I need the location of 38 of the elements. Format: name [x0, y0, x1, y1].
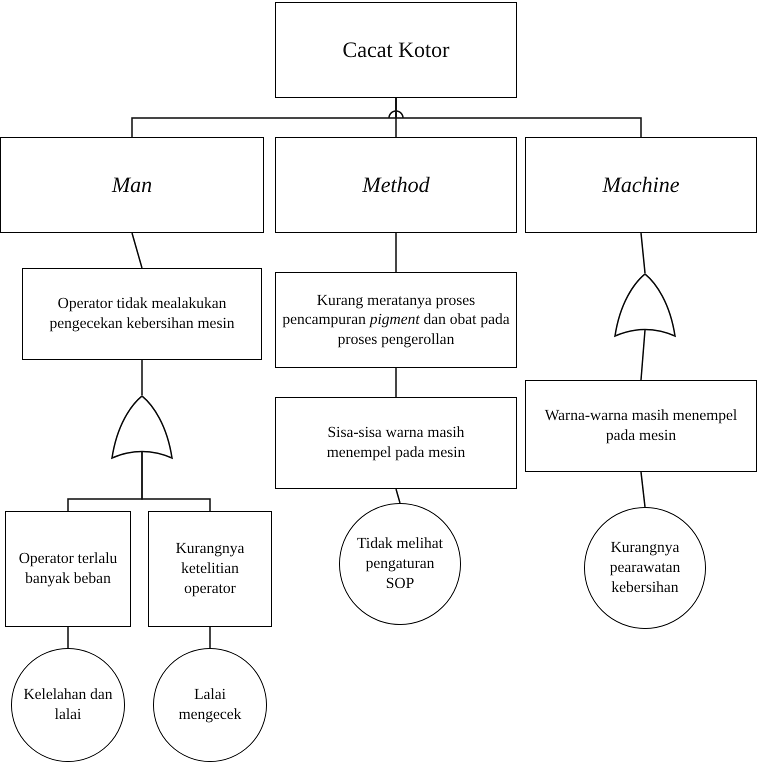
- event-text: Kurang meratanya proses pencampuran pigment dan obat pada proses pengerollan: [281, 290, 511, 350]
- event-box: [22, 268, 262, 360]
- connector-line: [640, 232, 646, 274]
- event-box: [275, 137, 517, 233]
- connector-line: [141, 360, 143, 395]
- event-box: [275, 397, 517, 489]
- connector-line: [209, 627, 211, 648]
- event-text: Warna-warna masih menempel pada mesin: [544, 406, 738, 446]
- event-box: [0, 137, 264, 233]
- connector-line: [131, 232, 143, 268]
- connector-line: [141, 452, 211, 511]
- event-box: [148, 511, 272, 627]
- connector-line: [640, 472, 646, 508]
- event-box: [275, 2, 517, 98]
- event-text: Kurangnya pearawatan kebersihan: [608, 538, 682, 598]
- event-text: Kurangnya ketelitian operator: [174, 538, 246, 600]
- event-text: Kelelahan dan lalai: [23, 684, 113, 725]
- connector-line: [67, 627, 69, 648]
- event-text: Tidak melihat pengaturan SOP: [356, 534, 444, 594]
- event-box: [525, 137, 757, 233]
- event-box: [5, 511, 131, 627]
- event-text: Lalai mengecek: [178, 684, 242, 725]
- connector-line: [395, 233, 397, 272]
- connector-line: [395, 488, 401, 504]
- connector-line: [395, 98, 642, 137]
- event-text: Man: [112, 170, 152, 199]
- event-text: Method: [362, 170, 430, 199]
- or-gate: [614, 273, 676, 337]
- connector-line: [640, 330, 646, 380]
- event-text: Cacat Kotor: [342, 36, 450, 64]
- event-text: Machine: [602, 170, 680, 199]
- event-text: Operator terlalu banyak beban: [18, 548, 118, 589]
- event-box: [525, 380, 757, 472]
- event-text: Operator tidak mealakukan pengecekan kebersihan mesin: [48, 294, 236, 334]
- or-gate: [111, 395, 173, 459]
- connector-line: [395, 368, 397, 397]
- event-text: Sisa-sisa warna masih menempel pada mesin: [326, 422, 466, 463]
- event-box: [275, 272, 517, 368]
